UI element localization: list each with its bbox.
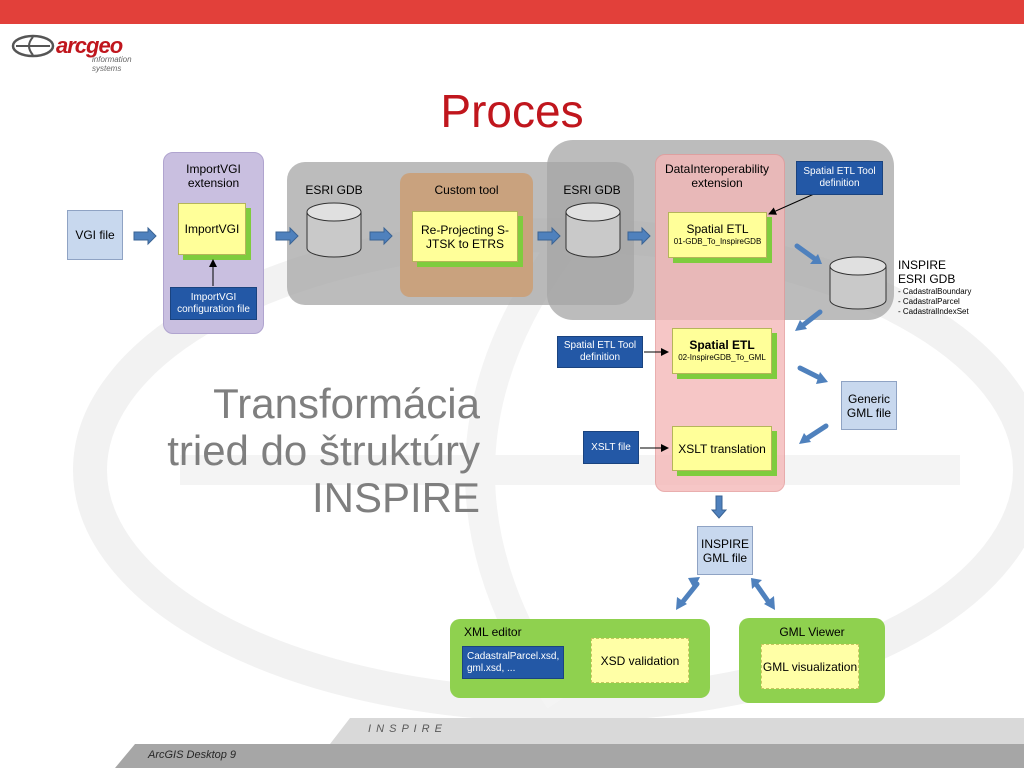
logo-subtitle: information systems: [92, 55, 132, 73]
xml-editor-label: XML editor: [464, 625, 522, 639]
xslt-translation-box: XSLT translation: [672, 426, 772, 471]
arrow-head-icon: [764, 596, 775, 610]
spatial-etl-2-box: Spatial ETL 02-InspireGDB_To_GML: [672, 328, 772, 374]
heading-line: Transformácia: [213, 380, 480, 427]
database-icon: [565, 202, 621, 258]
inspire-gdb-item: - CadastralIndexSet: [898, 307, 969, 316]
transformation-heading: Transformácia tried do štruktúry INSPIRE: [80, 380, 480, 521]
database-icon: [829, 256, 887, 310]
esri-gdb-label-2: ESRI GDB: [563, 183, 621, 197]
generic-gml-file: Generic GML file: [841, 381, 897, 430]
inspire-gml-file: INSPIRE GML file: [697, 526, 753, 575]
arrow-down-icon: [710, 495, 728, 519]
arrow-head-icon: [810, 254, 822, 264]
importvgi-config-box: ImportVGI configuration file: [170, 287, 257, 320]
spatial-etl-2-subtitle: 02-InspireGDB_To_GML: [678, 353, 766, 362]
arrow-head-icon: [751, 578, 762, 589]
arrow-right-icon: [627, 226, 651, 246]
arrow-head-icon: [799, 433, 811, 444]
gml-visualization-box: GML visualization: [761, 644, 859, 689]
importvgi-extension-label: ImportVGI extension: [186, 162, 241, 190]
arrow-head-icon: [816, 372, 828, 384]
database-icon: [306, 202, 362, 258]
page-title: Proces: [440, 85, 584, 137]
xslt-file-box: XSLT file: [583, 431, 639, 464]
arcgeo-logo-icon: [11, 34, 55, 58]
arrow-heads: [676, 254, 828, 610]
inspire-gdb-item: - CadastralParcel: [898, 297, 960, 306]
xsd-validation-box: XSD validation: [591, 638, 689, 683]
custom-tool-label: Custom tool: [434, 183, 499, 197]
inspire-gdb-label: INSPIRE ESRI GDB - CadastralBoundary - C…: [898, 258, 1022, 317]
importvgi-box: ImportVGI: [178, 203, 246, 255]
footer-product-text: ArcGIS Desktop 9: [148, 749, 237, 761]
arrow-right-icon: [133, 226, 157, 246]
heading-line: INSPIRE: [311, 474, 480, 521]
top-bar: [0, 0, 1024, 24]
heading-line: tried do štruktúry: [167, 427, 480, 474]
arrow-right-icon: [369, 226, 393, 246]
footer-shapes: [115, 718, 1024, 768]
logo-wordmark: arcgeo: [56, 33, 123, 58]
spatial-etl-1-subtitle: 01-GDB_To_InspireGDB: [673, 237, 762, 246]
inspire-gdb-title: INSPIRE ESRI GDB: [898, 258, 956, 286]
spatial-etl-2-title: Spatial ETL: [689, 338, 755, 352]
xsd-files-box: CadastralParcel.xsd, gml.xsd, ...: [462, 646, 564, 679]
spatial-etl-1-title: Spatial ETL: [686, 222, 749, 236]
arrow-head-icon: [688, 577, 700, 589]
datainterop-extension-label: DataInteroperability extension: [664, 162, 770, 190]
footer-inspire-text: I N S P I R E: [368, 723, 443, 735]
etl-tool-definition-1: Spatial ETL Tool definition: [796, 161, 883, 195]
gml-viewer-label: GML Viewer: [779, 625, 845, 639]
arrow-right-icon: [537, 226, 561, 246]
esri-gdb-label-1: ESRI GDB: [305, 183, 363, 197]
arrow-head-icon: [676, 597, 687, 610]
arrow-head-icon: [795, 320, 807, 331]
arrow-right-icon: [275, 226, 299, 246]
reprojecting-box: Re-Projecting S-JTSK to ETRS: [412, 211, 518, 262]
inspire-gdb-item: - CadastralBoundary: [898, 287, 972, 296]
etl-tool-definition-2: Spatial ETL Tool definition: [557, 336, 643, 368]
vgi-file: VGI file: [67, 210, 123, 260]
spatial-etl-1-box: Spatial ETL 01-GDB_To_InspireGDB: [668, 212, 767, 258]
flow-arrows: [133, 226, 728, 519]
